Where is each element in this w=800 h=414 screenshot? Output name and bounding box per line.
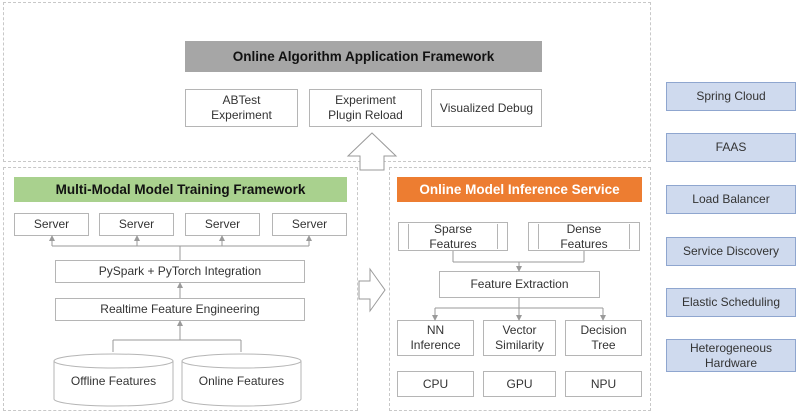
offline-features-label: Offline Features	[70, 374, 157, 388]
training-region	[3, 167, 358, 411]
gpu-box: GPU	[483, 371, 556, 397]
sidebar-item-load-balancer: Load Balancer	[666, 185, 796, 214]
vector-similarity-box: Vector Similarity	[483, 320, 556, 356]
offline-features-store: Offline Features	[53, 352, 174, 407]
inference-service-title: Online Model Inference Service	[397, 177, 642, 202]
npu-box: NPU	[565, 371, 642, 397]
online-features-label: Online Features	[198, 374, 285, 388]
dense-features-label: Dense Features	[560, 221, 608, 251]
offline-features-cylinder-icon	[53, 353, 174, 407]
top-region	[3, 2, 651, 162]
inference-region	[389, 167, 651, 411]
sidebar-item-heterogeneous-hardware: Heterogeneous Hardware	[666, 339, 796, 372]
sidebar-item-spring-cloud: Spring Cloud	[666, 82, 796, 111]
feature-engineering-box: Realtime Feature Engineering	[55, 298, 305, 321]
feature-extraction-box: Feature Extraction	[439, 271, 600, 298]
online-features-store: Online Features	[181, 352, 302, 407]
sidebar-item-faas: FAAS	[666, 133, 796, 162]
up-block-arrow-icon	[346, 132, 398, 171]
decision-tree-box: Decision Tree	[565, 320, 642, 356]
dense-features-box: Dense Features	[528, 222, 640, 251]
sparse-features-label: Sparse Features	[429, 221, 477, 251]
sidebar-item-elastic-scheduling: Elastic Scheduling	[666, 288, 796, 317]
server-box-4: Server	[272, 213, 347, 236]
visualized-debug-box: Visualized Debug	[431, 89, 542, 127]
online-features-cylinder-icon	[181, 353, 302, 407]
training-framework-title: Multi-Modal Model Training Framework	[14, 177, 347, 202]
sidebar-item-service-discovery: Service Discovery	[666, 237, 796, 266]
right-block-arrow-icon	[358, 267, 386, 313]
top-framework-title: Online Algorithm Application Framework	[185, 41, 542, 72]
abtest-experiment-box: ABTest Experiment	[185, 89, 298, 127]
sparse-features-box: Sparse Features	[398, 222, 508, 251]
cpu-box: CPU	[397, 371, 474, 397]
plugin-reload-box: Experiment Plugin Reload	[309, 89, 422, 127]
